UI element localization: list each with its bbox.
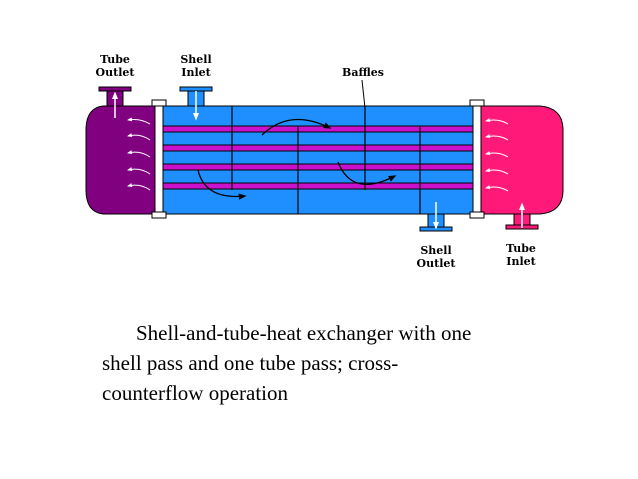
- baffles-label: Baffles: [342, 66, 384, 79]
- caption-line-2: shell pass and one tube pass; cross-: [102, 351, 399, 375]
- tube: [162, 182, 474, 190]
- shell-body: [162, 105, 474, 215]
- tube: [162, 125, 474, 133]
- baffles-leader-line: [361, 79, 366, 109]
- tube-inlet-head: [479, 105, 564, 215]
- tube: [162, 163, 474, 171]
- shell-flow-arrow: [261, 118, 332, 136]
- caption-line-3: counterflow operation: [102, 381, 289, 405]
- caption-line-1: Shell-and-tube-heat exchanger with one: [136, 321, 472, 345]
- tubes: [162, 125, 474, 190]
- heat-exchanger-diagram: [85, 79, 564, 232]
- diagram-caption: Shell-and-tube-heat exchanger with one s…: [102, 318, 572, 408]
- right-tube-sheet: [472, 103, 482, 217]
- shell-flow-arrow: [337, 161, 397, 185]
- tube: [162, 144, 474, 152]
- left-tube-sheet: [154, 103, 164, 217]
- shell-flow-arrow: [197, 169, 247, 200]
- tube-flow-arrows: [127, 117, 509, 192]
- tube-outlet-head: [85, 105, 156, 215]
